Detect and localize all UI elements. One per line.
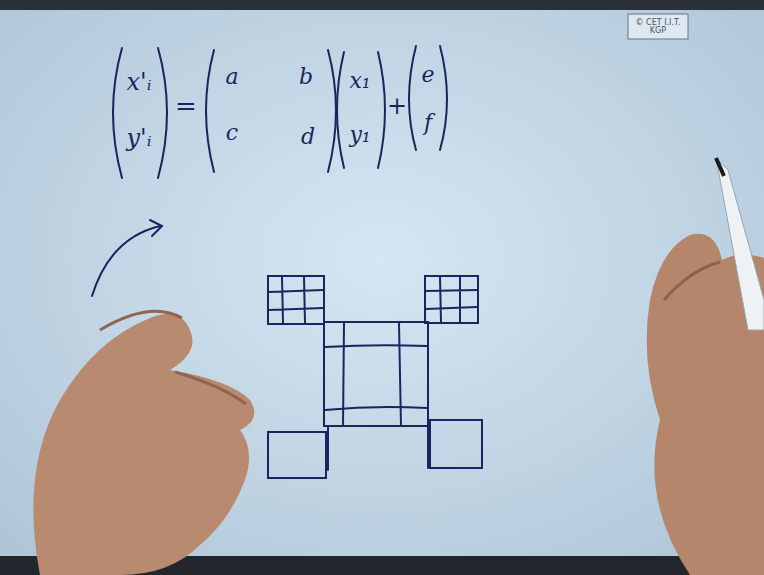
equation-symbol: c: [226, 120, 238, 145]
equation-symbol: x₁: [349, 68, 370, 93]
equation-symbol: d: [301, 124, 315, 149]
equation-symbol: f: [424, 110, 432, 135]
top-strip: [0, 0, 764, 10]
equation-symbol: =: [175, 91, 197, 121]
equation-symbol: y₁: [349, 122, 370, 147]
watermark: © CET I.I.T. KGP: [632, 19, 684, 36]
equation-brackets: [113, 46, 447, 178]
equation-symbol: e: [421, 62, 434, 87]
equation-symbol: b: [299, 64, 313, 89]
watermark-box: [628, 14, 688, 39]
equation-symbol: y'ᵢ: [127, 124, 152, 152]
equation-symbol: x'ᵢ: [127, 68, 152, 96]
equation-symbol: a: [225, 64, 238, 89]
hands: [33, 158, 764, 575]
equation-symbol: +: [387, 92, 407, 120]
